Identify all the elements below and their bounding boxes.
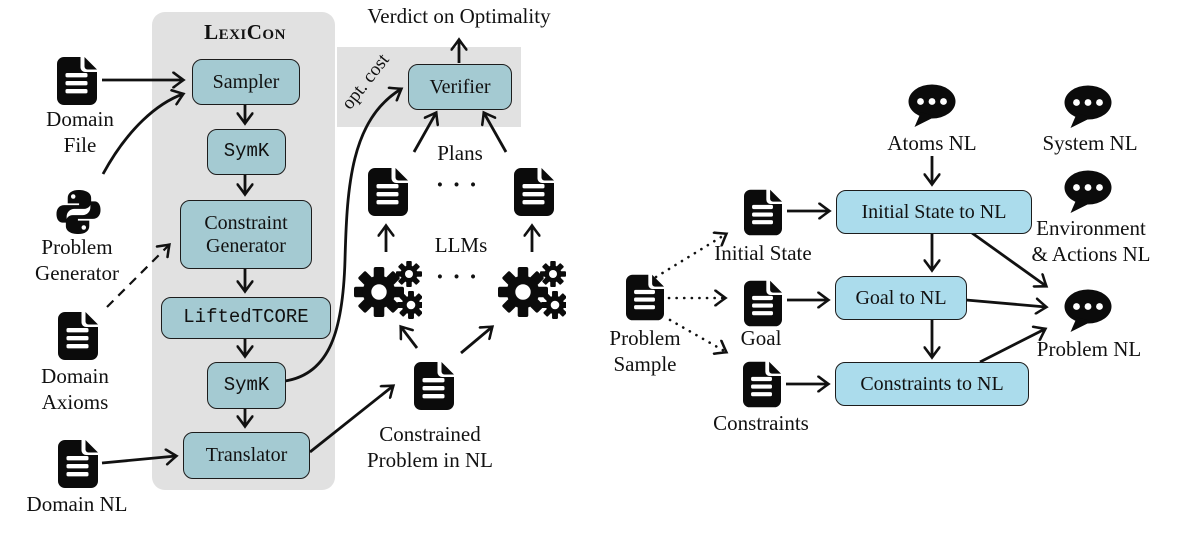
- arrow-goal-box-to-problem-nl: [965, 300, 1046, 307]
- domain-file-label: Domain File: [46, 107, 114, 158]
- problem-nl-bubble-icon: [1064, 289, 1112, 333]
- llms-ellipsis: · · ·: [435, 264, 479, 291]
- problem-sample-icon: [626, 274, 664, 321]
- goal-to-nl-box: Goal to NL: [835, 276, 967, 320]
- constraints-to-nl-box: Constraints to NL: [835, 362, 1029, 406]
- arrow-problem-to-llm-right: [460, 327, 492, 355]
- plan-document-icon-left: [368, 168, 408, 216]
- plans-label: Plans: [437, 141, 483, 165]
- arrow-problem-to-llm-left: [401, 327, 419, 349]
- liftedtcore-box: LiftedTCORE: [161, 297, 331, 339]
- atoms-nl-bubble-icon: [908, 84, 956, 128]
- initial-state-label: Initial State: [714, 241, 812, 265]
- python-icon: [55, 188, 102, 236]
- verifier-box: Verifier: [408, 64, 512, 110]
- domain-axioms-icon: [58, 312, 98, 360]
- domain-nl-icon: [58, 440, 98, 488]
- goal-label: Goal: [740, 326, 782, 350]
- goal-icon: [744, 280, 782, 327]
- symk-box-1: SymK: [207, 129, 286, 175]
- system-nl-label: System NL: [1042, 131, 1138, 155]
- plans-ellipsis: · · ·: [435, 172, 479, 199]
- constraint-generator-box: Constraint Generator: [180, 200, 312, 269]
- system-nl-bubble-icon: [1064, 85, 1112, 129]
- constraints-label: Constraints: [713, 411, 809, 435]
- verdict-label: Verdict on Optimality: [367, 4, 551, 28]
- lexicon-title: LexiCon: [204, 20, 286, 44]
- constrained-problem-label: Constrained Problem in NL: [367, 422, 493, 473]
- atoms-nl-label: Atoms NL: [887, 131, 977, 155]
- llms-label: LLMs: [434, 233, 488, 257]
- translator-box: Translator: [183, 432, 310, 479]
- symk-box-2: SymK: [207, 362, 286, 409]
- domain-file-icon: [57, 57, 97, 105]
- sampler-box: Sampler: [192, 59, 300, 105]
- initial-state-to-nl-box: Initial State to NL: [836, 190, 1032, 234]
- plan-document-icon-right: [514, 168, 554, 216]
- initial-state-icon: [744, 189, 782, 236]
- domain-nl-label: Domain NL: [26, 492, 128, 516]
- constraints-icon: [743, 361, 781, 408]
- domain-axioms-label: Domain Axioms: [41, 364, 109, 415]
- environment-nl-bubble-icon: [1064, 170, 1112, 214]
- constrained-problem-icon: [414, 362, 454, 410]
- problem-nl-label: Problem NL: [1036, 337, 1142, 361]
- environment-nl-label: Environment & Actions NL: [1031, 216, 1151, 267]
- problem-sample-label: Problem Sample: [609, 326, 681, 377]
- gears-icon-left: [354, 261, 422, 319]
- arrow-constraints-box-to-problem-nl: [979, 329, 1045, 364]
- gears-icon-right: [498, 261, 566, 319]
- problem-generator-label: Problem Generator: [35, 235, 119, 286]
